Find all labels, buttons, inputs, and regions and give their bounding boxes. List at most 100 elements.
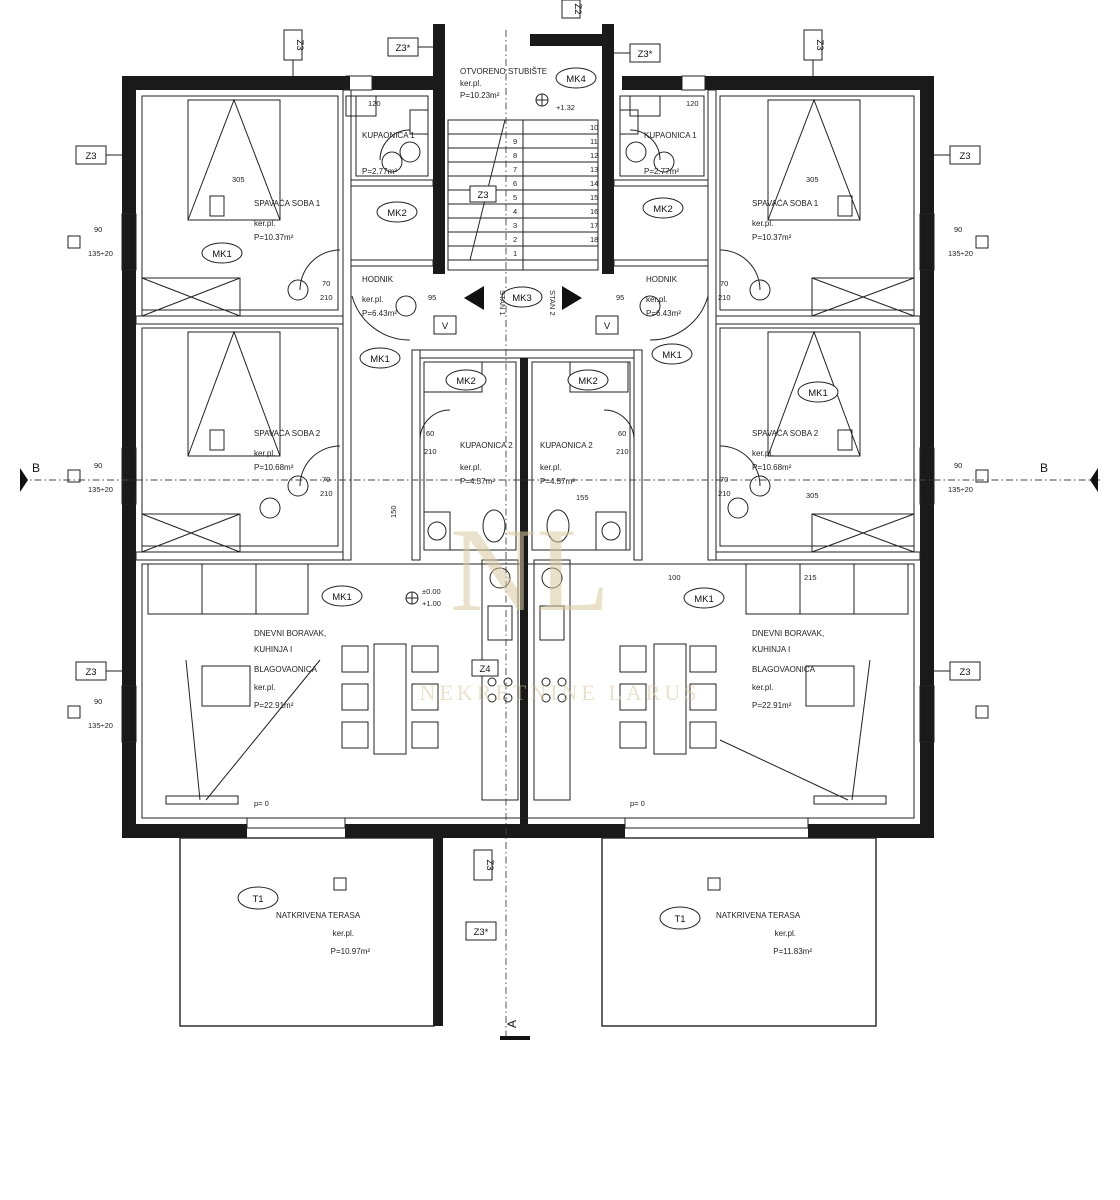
tag-z2-top: Z2 <box>572 3 583 14</box>
tag-mk1-a: MK1 <box>212 249 232 260</box>
level-markers <box>405 93 549 605</box>
living-r-floor: ker.pl. <box>752 683 773 692</box>
stair-step-number: 4 <box>513 207 517 216</box>
stair-stan-1: STAN 1 <box>498 290 507 316</box>
tag-mk3: MK3 <box>512 293 532 304</box>
stair-floor: ker.pl. <box>460 79 481 88</box>
hall-r-floor: ker.pl. <box>646 295 667 304</box>
dim-90-b: 90 <box>954 225 962 234</box>
wardrobes <box>141 277 915 553</box>
dim-150: 150 <box>389 505 398 518</box>
beds <box>187 98 861 457</box>
dim-90-e: 90 <box>94 697 102 706</box>
dim-210-f: 210 <box>616 447 629 456</box>
section-a-bottom: A <box>505 1020 519 1028</box>
dim-305-a: 305 <box>232 175 245 184</box>
tag-z3-stair: Z3 <box>477 190 488 201</box>
dim-90-a: 90 <box>94 225 102 234</box>
tag-mk4: MK4 <box>566 74 586 85</box>
stair-step-number: 14 <box>590 179 598 188</box>
dim-210-b: 210 <box>718 293 731 302</box>
living-l-line2: KUHINJA I <box>254 645 292 654</box>
stair-step-number: 15 <box>590 193 598 202</box>
bed1-r-floor: ker.pl. <box>752 219 773 228</box>
bath2-l-name: KUPAONICA 2 <box>460 441 513 450</box>
bed2-r-name: SPAVAĆA SOBA 2 <box>752 429 819 438</box>
bath2-l-area: P=4.57m² <box>460 477 495 486</box>
bath2-r-name: KUPAONICA 2 <box>540 441 593 450</box>
room-labels: OTVORENO STUBIŠTE ker.pl. P=10.23m² KUPA… <box>254 67 824 956</box>
bed1-l-floor: ker.pl. <box>254 219 275 228</box>
tag-t1-left: T1 <box>252 894 263 905</box>
living-l-area: P=22.91m² <box>254 701 294 710</box>
tag-t1-right: T1 <box>674 914 685 925</box>
section-markers: B B A <box>32 461 1048 1028</box>
living-l-line1: DNEVNI BORAVAK, <box>254 629 326 638</box>
dim-155: 155 <box>576 493 589 502</box>
bath-l-name: KUPAONICA 1 <box>362 131 415 140</box>
bed2-l-name: SPAVAĆA SOBA 2 <box>254 429 321 438</box>
tag-mk1-f: MK1 <box>694 594 714 605</box>
dim-135-c: 135÷20 <box>88 485 113 494</box>
tag-mk2-b: MK2 <box>653 204 673 215</box>
tag-mk2-c: MK2 <box>456 376 476 387</box>
dim-135-d: 135÷20 <box>948 485 973 494</box>
living-l-line3: BLAGOVAONICA <box>254 665 318 674</box>
tag-z3-left-1: Z3 <box>85 151 96 162</box>
dim-210-d: 210 <box>718 489 731 498</box>
tag-z3s-top-left: Z3* <box>396 43 411 54</box>
bed1-l-name: SPAVAĆA SOBA 1 <box>254 199 321 208</box>
hall-l-name: HODNIK <box>362 275 394 284</box>
terrace-r-floor: ker.pl. <box>775 929 796 938</box>
tag-z3-top-right: Z3 <box>814 39 825 50</box>
tag-z3-right-1: Z3 <box>959 151 970 162</box>
stair-step-number: 9 <box>513 137 517 146</box>
hall-r-area: P=6.43m² <box>646 309 681 318</box>
dim-215: 215 <box>804 573 817 582</box>
stair-name: OTVORENO STUBIŠTE <box>460 67 547 76</box>
level-000: ±0.00 <box>422 587 441 596</box>
dim-95-a: 95 <box>428 293 436 302</box>
window-tags: Z3 Z3 Z3* Z3* Z2 Z3 Z3 Z3 Z3 Z3 Z3* Z3 Z… <box>75 0 981 941</box>
kitchen-units <box>481 559 571 801</box>
stair-step-number: 10 <box>590 123 598 132</box>
bed2-l-area: P=10.68m² <box>254 463 294 472</box>
living-r-line3: BLAGOVAONICA <box>752 665 816 674</box>
stair-step-number: 12 <box>590 151 598 160</box>
bath2-r-floor: ker.pl. <box>540 463 561 472</box>
living-r-line1: DNEVNI BORAVAK, <box>752 629 824 638</box>
dim-70-b: 70 <box>720 279 728 288</box>
threshold-right: p= 0 <box>630 799 645 808</box>
door-swings <box>259 129 771 519</box>
living-l-floor: ker.pl. <box>254 683 275 692</box>
tag-mk1-b: MK1 <box>370 354 390 365</box>
terrace-l-floor: ker.pl. <box>333 929 354 938</box>
bath2-l-floor: ker.pl. <box>460 463 481 472</box>
bed1-r-area: P=10.37m² <box>752 233 792 242</box>
watermark-monogram: NL <box>450 503 610 636</box>
tag-mk1-e: MK1 <box>808 388 828 399</box>
living-r-area: P=22.91m² <box>752 701 792 710</box>
stair-step-number: 5 <box>513 193 517 202</box>
tag-z4: Z4 <box>479 664 490 675</box>
tag-z3s-top-right: Z3* <box>638 49 653 60</box>
dim-90-c: 90 <box>94 461 102 470</box>
tag-leaders <box>67 46 989 891</box>
stair-step-number: 16 <box>590 207 598 216</box>
level-100: +1.00 <box>422 599 441 608</box>
dim-60-b: 60 <box>618 429 626 438</box>
terrace-r-area: P=11.83m² <box>773 947 812 956</box>
terrace-l-name: NATKRIVENA TERASA <box>276 911 361 920</box>
stair-step-number: 7 <box>513 165 517 174</box>
bed2-r-area: P=10.68m² <box>752 463 792 472</box>
dim-120-b: 120 <box>686 99 699 108</box>
bath-l-area: P=2.77m² <box>362 167 397 176</box>
stair-step-number: 17 <box>590 221 598 230</box>
dim-60-a: 60 <box>426 429 434 438</box>
tag-v-left: V <box>442 321 449 332</box>
section-lines <box>20 30 1100 1040</box>
watermark: NL NEKRETNINE LARUS <box>420 503 697 705</box>
dim-70-a: 70 <box>322 279 330 288</box>
tag-z3-bottom: Z3 <box>484 859 495 870</box>
